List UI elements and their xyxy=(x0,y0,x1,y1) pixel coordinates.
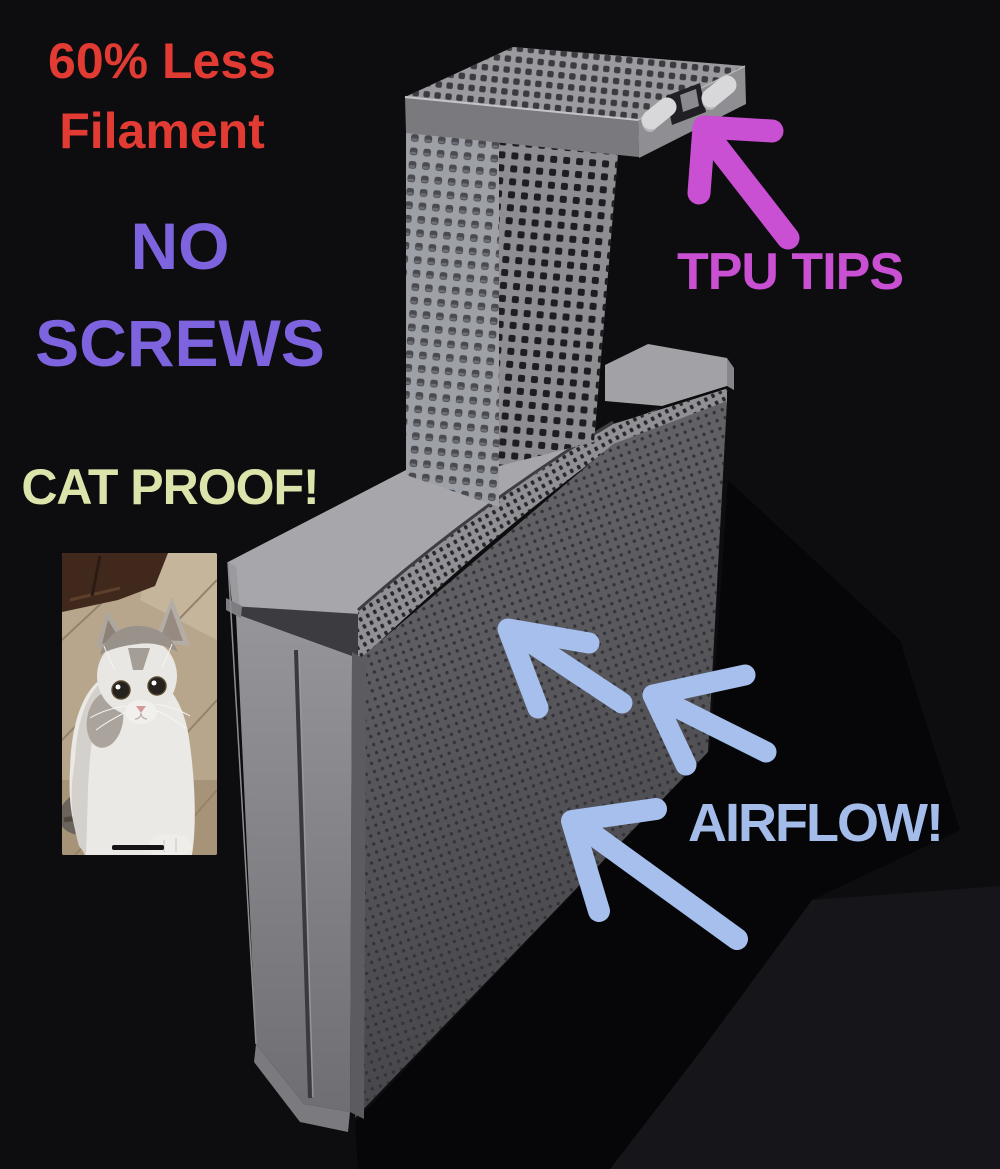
raised-back xyxy=(605,344,727,406)
stand-tower xyxy=(404,47,746,507)
label-cat-proof: CAT PROOF! xyxy=(21,459,319,515)
front-groove xyxy=(294,649,312,1099)
airflow-arrow-top xyxy=(497,618,633,719)
cat-photo xyxy=(62,553,217,855)
cast-shadow xyxy=(355,480,960,1169)
airflow-arrow-middle xyxy=(642,664,777,776)
tpu-tips xyxy=(641,75,737,132)
stand-body xyxy=(226,344,734,1132)
front-face xyxy=(236,614,352,1112)
cabinet-in-photo xyxy=(62,553,168,612)
label-airflow: AIRFLOW! xyxy=(688,793,944,853)
tpu-tip xyxy=(641,97,677,130)
floor-and-shadow xyxy=(355,480,1000,1169)
label-tpu-tips: TPU TIPS xyxy=(676,243,904,301)
airflow-arrow-bottom xyxy=(561,798,748,950)
tpu-arrow xyxy=(687,115,800,250)
label-less-filament: 60% Less Filament xyxy=(48,33,276,159)
tpu-tip xyxy=(701,75,737,108)
top-plate-side xyxy=(405,97,639,157)
cat xyxy=(62,597,195,855)
label-no-screws: NO SCREWS xyxy=(35,209,325,381)
